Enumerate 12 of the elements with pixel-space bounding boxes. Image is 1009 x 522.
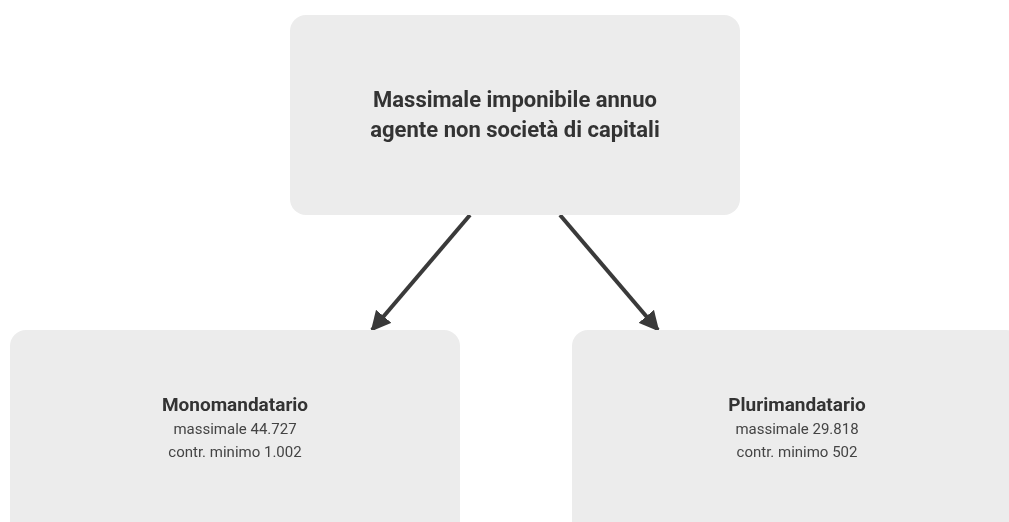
box-heading: Massimale imponibile annuo agente non società di capitali <box>369 86 661 144</box>
box-text: contr. minimo 1.002 <box>168 442 302 463</box>
arrow <box>370 213 472 332</box>
process-box <box>10 330 460 522</box>
arrow <box>558 213 660 332</box>
box-heading: Monomandatario <box>161 392 309 418</box>
box-text: massimale 29.818 <box>735 419 859 440</box>
box-heading: Plurimandatario <box>728 392 866 418</box>
process-box <box>572 330 1009 522</box>
box-text: massimale 44.727 <box>173 419 297 440</box>
process-box <box>290 15 740 215</box>
box-text: contr. minimo 502 <box>736 442 858 463</box>
